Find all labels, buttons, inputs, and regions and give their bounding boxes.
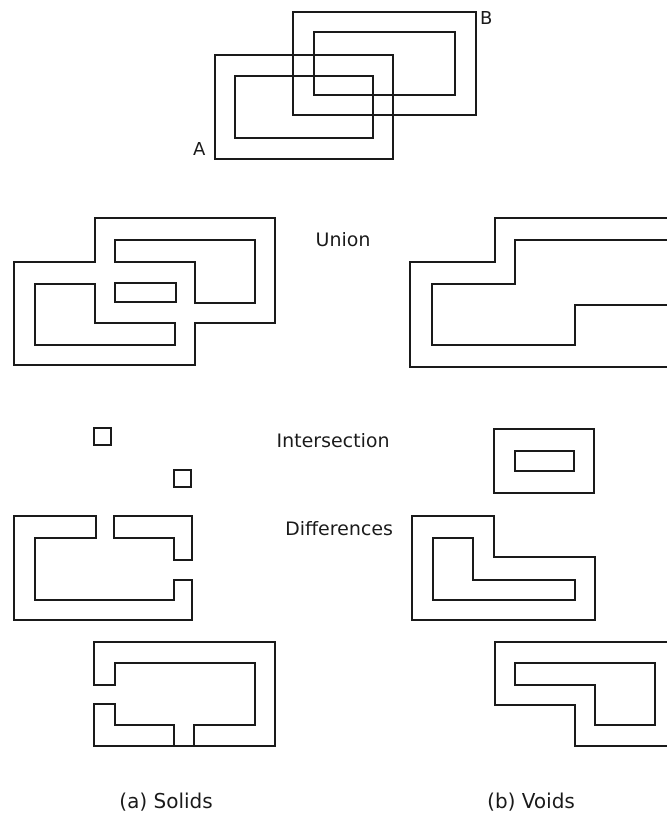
shape-b-inner: [313, 31, 456, 96]
difference-solid-upper: [13, 515, 193, 621]
difference-void-upper-inner: [432, 537, 576, 601]
shape-a-inner: [234, 75, 374, 139]
shape-b: [292, 11, 477, 116]
intersection-solid: [93, 427, 192, 488]
union-solid-hole-upper: [114, 239, 256, 304]
union-void: [409, 217, 667, 368]
shape-b-outer: [292, 11, 477, 116]
difference-solid-upper-left: [13, 515, 193, 621]
difference-solid-lower: [93, 641, 276, 747]
intersection-void-inner: [514, 450, 575, 472]
difference-void-upper: [411, 515, 596, 621]
caption-voids: (b) Voids: [487, 789, 575, 813]
caption-solids: (a) Solids: [119, 789, 212, 813]
difference-void-lower: [494, 641, 667, 747]
label-differences: Differences: [285, 518, 393, 540]
difference-solid-lower-right: [93, 641, 276, 747]
union-void-outer: [409, 217, 667, 368]
intersection-void-outer: [493, 428, 595, 494]
label-b: B: [480, 8, 492, 29]
label-union: Union: [316, 229, 371, 251]
difference-solid-upper-right: [113, 515, 193, 561]
shape-a: [214, 54, 394, 160]
difference-solid-lower-left: [93, 703, 175, 747]
difference-void-lower-inner: [514, 662, 656, 726]
difference-void-upper-outer: [411, 515, 596, 621]
intersection-solid-square-1: [93, 427, 112, 446]
label-a: A: [193, 139, 206, 160]
intersection-void: [493, 428, 595, 494]
union-solid-hole-lower: [34, 283, 176, 346]
shape-a-outer: [214, 54, 394, 160]
union-void-inner: [431, 239, 667, 346]
union-solid: [13, 217, 276, 366]
union-solid-hole-center: [114, 282, 177, 303]
intersection-solid-square-2: [173, 469, 192, 488]
union-solid-outer: [13, 217, 276, 366]
difference-void-lower-outer: [494, 641, 667, 747]
label-intersection: Intersection: [276, 430, 389, 452]
